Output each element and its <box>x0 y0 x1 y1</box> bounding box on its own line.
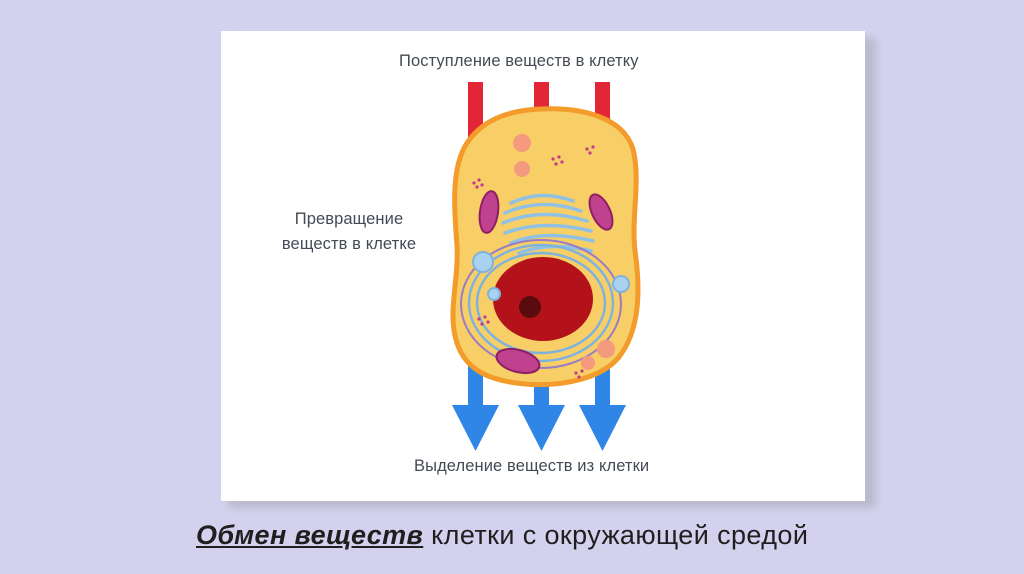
excretion-label: Выделение веществ из клетки <box>414 457 650 475</box>
vesicle <box>487 287 501 301</box>
vesicles <box>472 134 630 370</box>
ribosomes <box>472 145 595 379</box>
vesicle <box>513 134 531 152</box>
transformation-label-line-1: Превращение <box>294 210 404 228</box>
caption-rest: клетки с окружающей средой <box>423 520 809 550</box>
intake-label: Поступление веществ в клетку <box>399 52 639 70</box>
mitochondria <box>478 190 614 375</box>
caption-emphasis: Обмен веществ <box>196 520 424 550</box>
cell-diagram <box>450 82 641 451</box>
mitochondrion-1 <box>478 190 500 234</box>
vesicle <box>597 340 615 358</box>
vesicle <box>472 251 494 273</box>
slide-card: Поступление веществ в клетку Превращение… <box>221 31 865 501</box>
vesicle <box>581 356 595 370</box>
nucleolus <box>519 296 541 318</box>
mitochondrion-2 <box>588 193 614 231</box>
endoplasmic-reticulum <box>460 239 622 369</box>
vesicle <box>612 275 630 293</box>
transformation-label: Превращение веществ в клетке <box>269 207 429 257</box>
transformation-label-line-2: веществ в клетке <box>281 235 417 253</box>
cell <box>450 106 641 388</box>
nucleus <box>493 257 593 341</box>
slide-caption: Обмен веществ клетки с окружающей средой <box>196 520 808 551</box>
mitochondrion-3 <box>495 347 541 375</box>
vesicle <box>514 161 530 177</box>
